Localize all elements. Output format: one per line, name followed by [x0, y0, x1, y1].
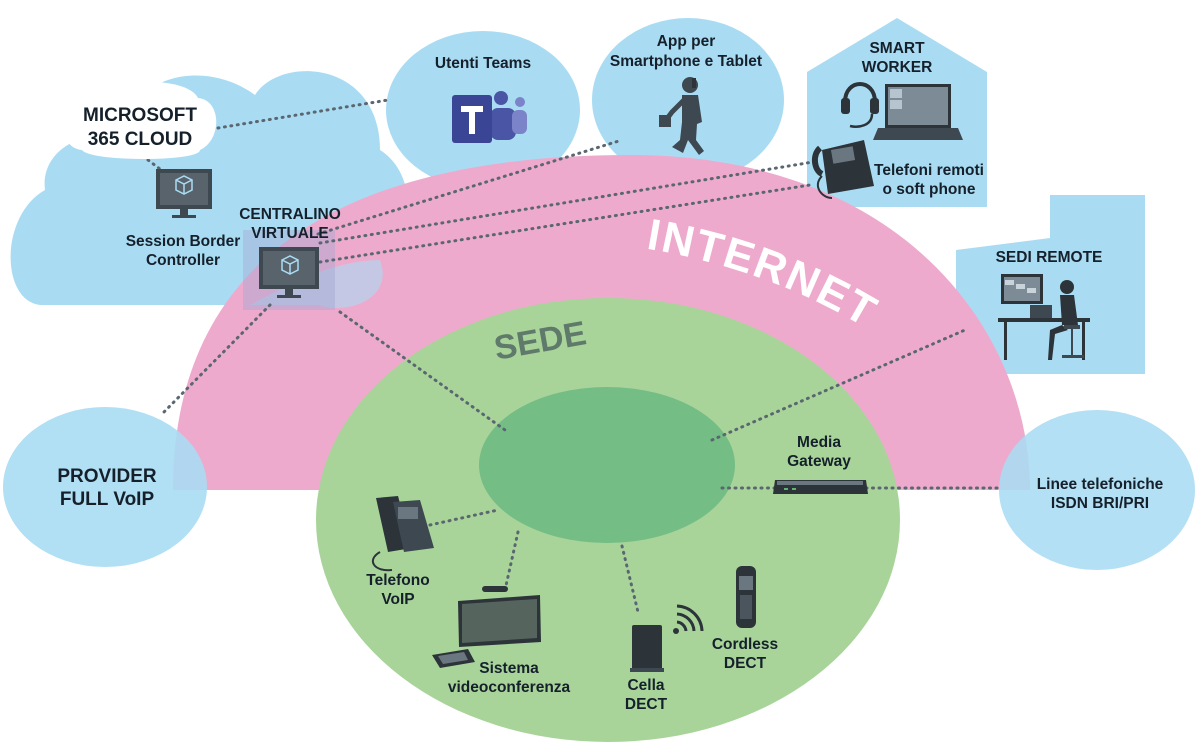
telefoni-remoti-label-line2: o soft phone: [883, 181, 976, 198]
telefono-voip-label-line2: VoIP: [381, 591, 414, 608]
desk-phone-icon: [812, 140, 874, 199]
link-centralino-smartworker: [318, 160, 815, 245]
sbc-label-line2: Controller: [146, 252, 220, 269]
sede-remote-building: [956, 195, 1145, 374]
videoconferenza-label-line1: Sistema: [479, 660, 539, 677]
videoconference-screen-icon: [432, 586, 541, 668]
cloud-label-box: [66, 82, 217, 159]
centralino-server-monitor-icon: [259, 247, 319, 298]
link-hub-sediremote: [710, 328, 967, 442]
media-gateway-label-line1: Media: [797, 434, 841, 451]
wireless-signal-icon: [673, 604, 704, 634]
sedi-remote-label: SEDI REMOTE: [996, 249, 1103, 266]
link-centralino-phone: [318, 183, 812, 264]
link-centralino-hub: [338, 310, 507, 432]
teams-label: Utenti Teams: [435, 55, 531, 72]
link-cloud-teams: [216, 98, 390, 130]
voip-desk-phone-icon: [371, 496, 434, 572]
walking-man-phone-icon: [659, 77, 704, 155]
link-centralino-app: [316, 138, 624, 236]
connections: [146, 98, 1004, 614]
media-gateway-icon: [773, 480, 868, 494]
cella-dect-label-line1: Cella: [627, 677, 664, 694]
link-centralino-provider: [161, 303, 272, 415]
videoconferenza-label-line2: videoconferenza: [448, 679, 571, 696]
smart-worker-label-line1: SMART: [869, 40, 925, 57]
headset-icon: [841, 82, 879, 128]
cordless-phone-icon: [736, 566, 756, 628]
cloud-label-line2: 365 CLOUD: [88, 129, 193, 150]
sbc-label-line1: Session Border: [126, 233, 241, 250]
teams-logo-icon: [452, 91, 527, 143]
media-gateway-label-line2: Gateway: [787, 453, 851, 470]
cordless-dect-label-line1: Cordless: [712, 636, 778, 653]
central-hub: [479, 387, 735, 543]
office-worker-icon: [998, 274, 1090, 360]
cordless-dect-label-line2: DECT: [724, 655, 767, 672]
dect-base-station-icon: [630, 625, 664, 672]
app-label-line2: Smartphone e Tablet: [610, 53, 762, 70]
linee-label-line2: ISDN BRI/PRI: [1051, 495, 1149, 512]
provider-label-line2: FULL VoIP: [60, 489, 155, 510]
bubble-linee: [999, 410, 1195, 570]
telefoni-remoti-label-line1: Telefoni remoti: [874, 162, 984, 179]
cloud-label-line1: MICROSOFT: [83, 105, 197, 126]
linee-label-line1: Linee telefoniche: [1037, 476, 1164, 493]
centralino-label-line1: CENTRALINO: [239, 206, 341, 223]
sbc-server-monitor-icon: [156, 169, 212, 218]
telefono-voip-label-line1: Telefono: [366, 572, 429, 589]
link-hub-phone: [428, 508, 500, 527]
bubble-provider: [3, 407, 207, 567]
centralino-label-line2: VIRTUALE: [251, 225, 329, 242]
app-label-line1: App per: [657, 33, 716, 50]
provider-label-line1: PROVIDER: [57, 466, 157, 487]
smart-worker-label-line2: WORKER: [862, 59, 933, 76]
link-hub-dect: [620, 544, 640, 614]
cella-dect-label-line2: DECT: [625, 696, 668, 713]
laptop-icon: [873, 84, 963, 140]
